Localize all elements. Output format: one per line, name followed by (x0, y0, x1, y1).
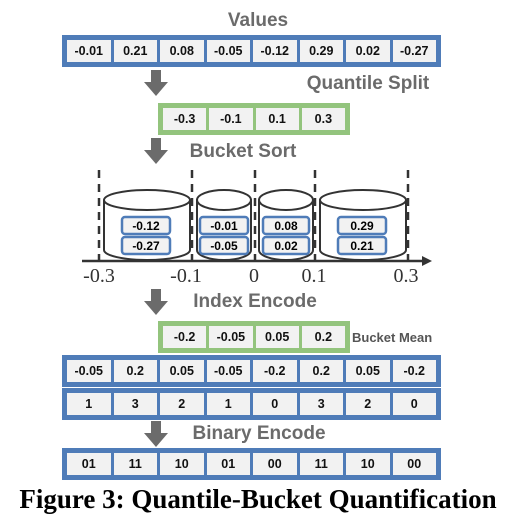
bucket-item: 0.21 (350, 239, 374, 253)
axis-tick-label: -0.3 (83, 265, 115, 285)
values-title: Values (227, 10, 289, 31)
index-cell: 0 (392, 393, 436, 415)
dequantized-row: -0.05 0.2 0.05 -0.05 -0.2 0.2 0.05 -0.2 (62, 355, 441, 387)
binary-cell: 10 (346, 453, 393, 475)
dequantized-cell: -0.2 (392, 360, 436, 382)
dequantized-cell: 0.2 (113, 360, 160, 382)
binary-cell: 01 (206, 453, 253, 475)
binary-cell: 11 (299, 453, 346, 475)
index-encode-title: Index Encode (193, 291, 317, 312)
value-cell: -0.27 (392, 40, 436, 62)
dequantized-cell: 0.05 (160, 360, 207, 382)
value-cell: -0.01 (67, 40, 114, 62)
index-cell: 3 (299, 393, 346, 415)
bucket-mean-cell: -0.2 (163, 326, 210, 348)
value-cell: 0.02 (346, 40, 393, 62)
down-arrow-icon (144, 138, 168, 164)
bucket-sort-title: Bucket Sort (189, 141, 297, 162)
value-cell: 0.21 (113, 40, 160, 62)
quantile-cell: -0.3 (163, 108, 210, 130)
bucket-item: -0.01 (210, 219, 238, 233)
quantile-split-title: Quantile Split (306, 73, 430, 94)
binary-cell: 01 (67, 453, 114, 475)
bucket-item: 0.08 (274, 219, 298, 233)
dequantized-cell: -0.05 (67, 360, 114, 382)
bucket-item: 0.29 (350, 219, 374, 233)
down-arrow-icon (144, 421, 168, 447)
value-cell: 0.08 (160, 40, 207, 62)
quantile-cell: 0.3 (301, 108, 345, 130)
index-cell: 2 (160, 393, 207, 415)
down-arrow-icon (144, 70, 168, 96)
bucket-item: -0.05 (210, 239, 238, 253)
bucket-item: -0.27 (132, 239, 160, 253)
binary-cell: 11 (113, 453, 160, 475)
bucket-items: -0.12 -0.27 -0.01 -0.05 0.08 0.02 0.29 0… (120, 215, 388, 256)
axis-arrow-icon (422, 256, 432, 266)
binary-row: 01 11 10 01 00 11 10 00 (62, 448, 441, 480)
axis-tick-label: 0 (249, 265, 259, 285)
dequantized-cell: -0.2 (253, 360, 300, 382)
binary-encode-title: Binary Encode (192, 423, 326, 444)
dequantized-cell: 0.2 (299, 360, 346, 382)
axis-tick-label: -0.1 (170, 265, 202, 285)
value-cell: 0.29 (299, 40, 346, 62)
axis-tick-label: 0.3 (394, 265, 419, 285)
bucket-mean-label: Bucket Mean (352, 330, 433, 345)
bucket-item: -0.12 (132, 219, 160, 233)
quantile-cell: -0.1 (209, 108, 256, 130)
index-cell: 2 (346, 393, 393, 415)
down-arrow-icon (144, 289, 168, 315)
bucket-mean-cell: -0.05 (209, 326, 256, 348)
index-cell: 1 (206, 393, 253, 415)
quantile-cell: 0.1 (255, 108, 302, 130)
index-cell: 1 (67, 393, 114, 415)
bucket-diagram: -0.12 -0.27 -0.01 -0.05 0.08 0.02 0.29 0… (82, 170, 432, 285)
axis-tick-label: 0.1 (302, 265, 327, 285)
figure-caption: Figure 3: Quantile-Bucket Quantification (19, 484, 497, 514)
values-row: -0.01 0.21 0.08 -0.05 -0.12 0.29 0.02 -0… (62, 35, 441, 67)
value-cell: -0.12 (253, 40, 300, 62)
binary-cell: 00 (392, 453, 436, 475)
index-row: 1 3 2 1 0 3 2 0 (62, 388, 441, 420)
dequantized-cell: 0.05 (346, 360, 393, 382)
binary-cell: 10 (160, 453, 207, 475)
bucket-item: 0.02 (274, 239, 298, 253)
bucket-mean-row: -0.2 -0.05 0.05 0.2 (158, 321, 350, 353)
bucket-mean-cell: 0.2 (301, 326, 345, 348)
index-cell: 0 (253, 393, 300, 415)
value-cell: -0.05 (206, 40, 253, 62)
quantile-row: -0.3 -0.1 0.1 0.3 (158, 103, 350, 135)
index-cell: 3 (113, 393, 160, 415)
binary-cell: 00 (253, 453, 300, 475)
bucket-mean-cell: 0.05 (255, 326, 302, 348)
dequantized-cell: -0.05 (206, 360, 253, 382)
